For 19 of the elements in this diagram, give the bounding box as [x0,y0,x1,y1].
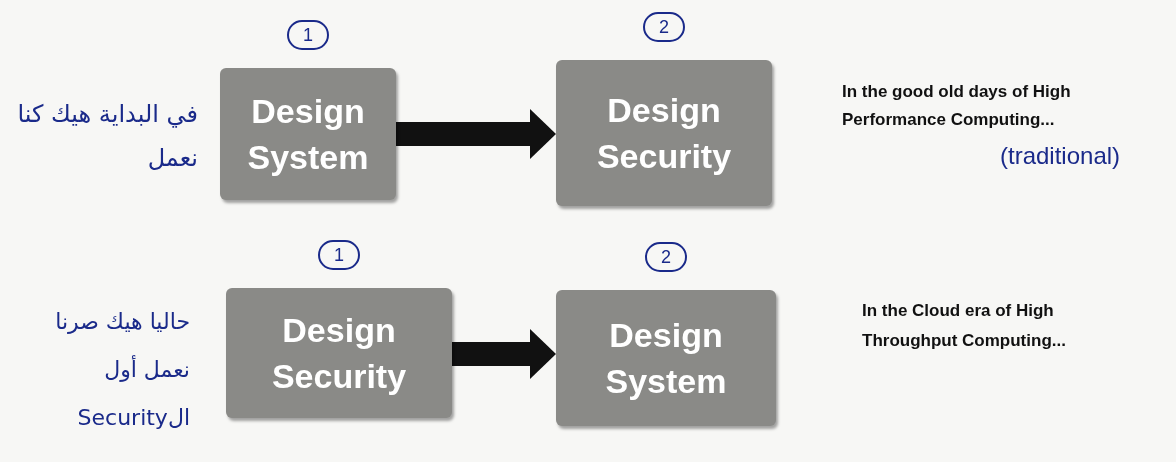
description-text: In the Cloud era of High Throughput Computing... [862,300,1067,352]
handwritten-note: (traditional) [1000,141,1121,171]
box-label: Design Security [270,310,408,397]
block-arrow [452,329,556,379]
circled-number: 1 [287,20,329,50]
process-box [226,288,452,418]
handwritten-note: في البداية هيك كنا نعمل [16,99,198,174]
handwritten-note: حاليا هيك صرنا نعمل أول الSecurity [54,308,190,432]
description-text: In the good old days of High Performance Computing... [842,81,1072,131]
process-box [556,290,776,426]
circled-number: 1 [318,240,360,270]
process-box [220,68,396,200]
circled-number: 2 [643,12,685,42]
process-box [556,60,772,206]
box-label: Design System [246,91,370,178]
block-arrow [396,109,556,159]
box-label: Design Security [595,90,733,177]
circled-number: 2 [645,242,687,272]
box-label: Design System [604,315,728,402]
